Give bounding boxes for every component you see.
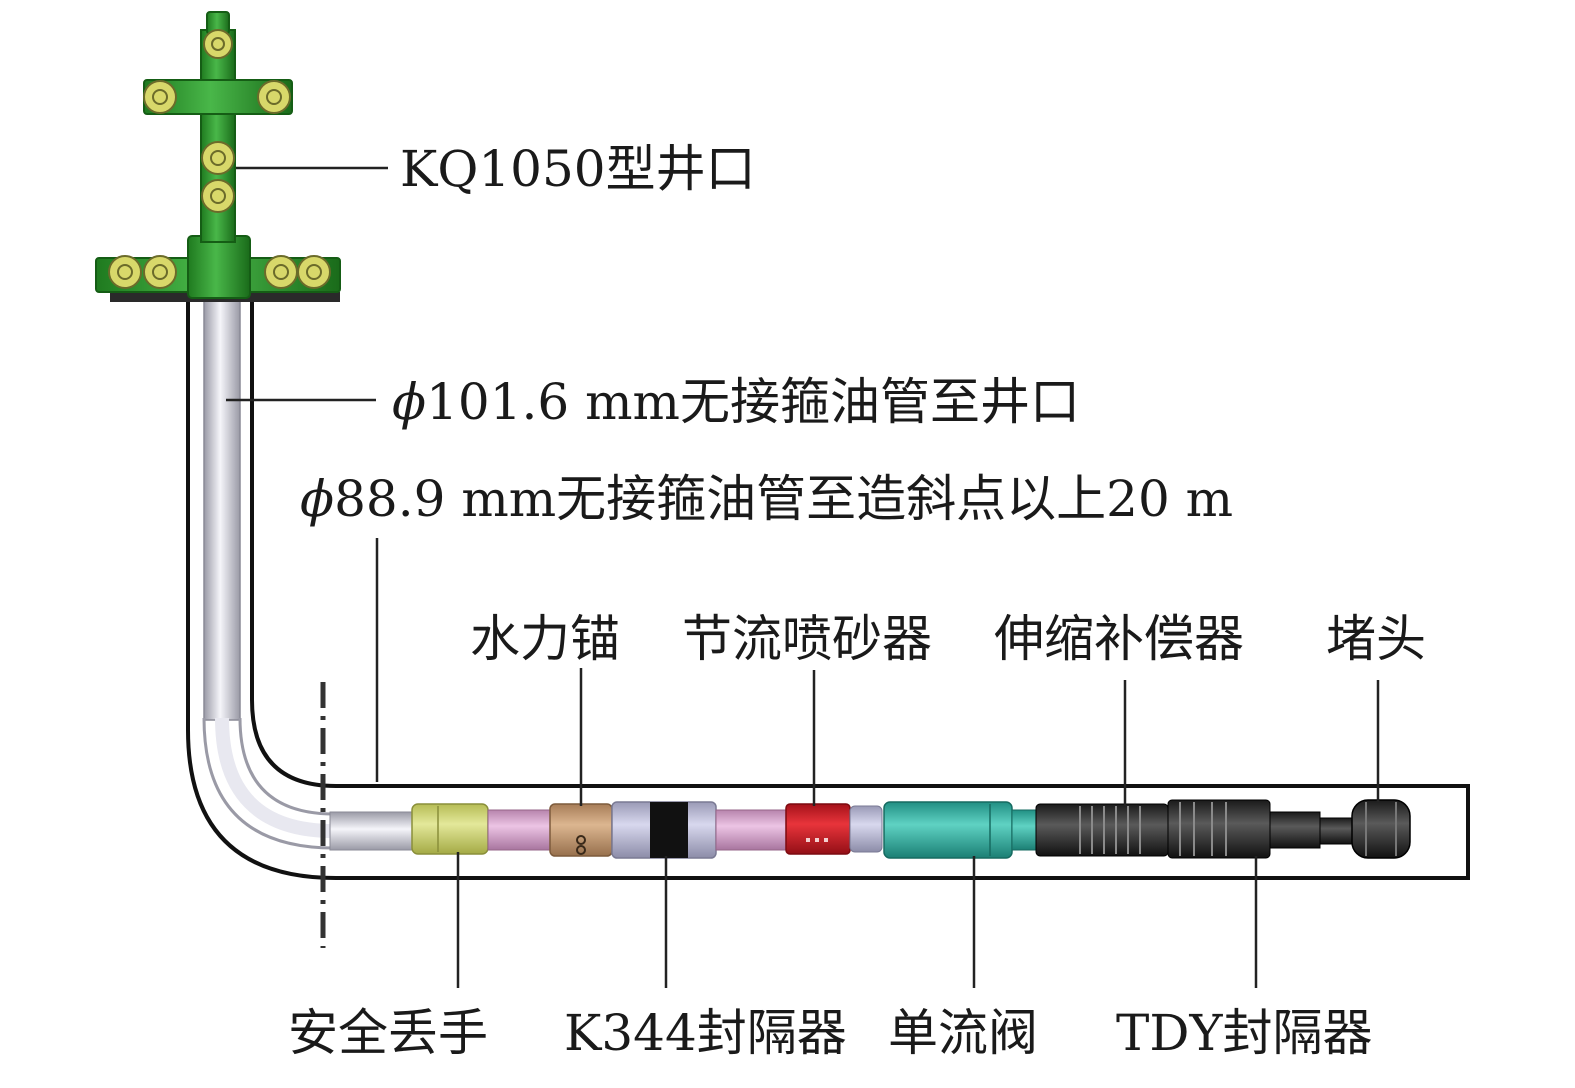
label-k344-packer: K344封隔器 <box>564 1004 847 1062</box>
leader-lines <box>226 166 1380 988</box>
tdy-packer-tool <box>1167 799 1271 859</box>
label-safety-joint: 安全丢手 <box>288 1004 488 1062</box>
tubing-string <box>202 299 413 851</box>
safety-joint-tool <box>411 803 489 855</box>
label-hydraulic-anchor: 水力锚 <box>470 610 620 668</box>
phi-symbol: ϕ <box>300 470 335 528</box>
compensator-tool <box>1035 803 1169 857</box>
hydraulic-anchor-tool <box>549 803 613 857</box>
choke-sandblaster-tool <box>785 803 851 855</box>
label-compensator: 伸缩补偿器 <box>994 610 1244 668</box>
phi-symbol: ϕ <box>392 373 427 431</box>
label-choke-sandblaster: 节流喷砂器 <box>682 610 932 668</box>
check-valve-tool <box>883 801 1013 859</box>
label-check-valve: 单流阀 <box>888 1004 1038 1062</box>
plug-tool <box>1351 799 1411 859</box>
label-tubing-101-text: 101.6 mm无接箍油管至井口 <box>426 373 1080 431</box>
tool-string <box>411 799 1411 859</box>
casing-outline <box>186 300 1470 880</box>
label-tubing-101: ϕ101.6 mm无接箍油管至井口 <box>392 377 1080 427</box>
label-tubing-88: ϕ88.9 mm无接箍油管至造斜点以上20 m <box>300 474 1233 524</box>
label-wellhead: KQ1050型井口 <box>400 140 756 198</box>
k344-packer-tool <box>650 802 688 858</box>
label-plug: 堵头 <box>1326 610 1426 668</box>
wellhead-tree <box>95 11 341 302</box>
label-tdy-packer: TDY封隔器 <box>1116 1004 1373 1062</box>
valve-handwheels <box>108 29 331 289</box>
label-tubing-88-text: 88.9 mm无接箍油管至造斜点以上20 m <box>334 470 1234 528</box>
